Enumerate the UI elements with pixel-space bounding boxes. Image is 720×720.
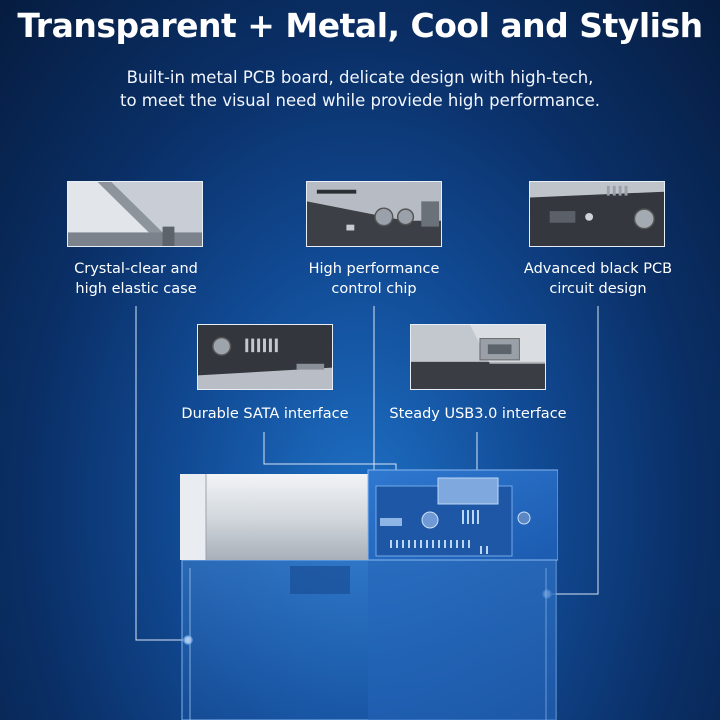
callout-line-case xyxy=(135,306,186,641)
thumbnail-chip xyxy=(306,181,442,247)
feature-label-chip: High performance control chip xyxy=(308,261,440,297)
thumbnail-case xyxy=(67,181,203,247)
subtitle-line-2: to meet the visual need while proviede h… xyxy=(119,91,601,110)
thumbnail-usb xyxy=(410,324,546,390)
feature-label-usb: Steady USB3.0 interface xyxy=(389,406,567,422)
subtitle-line-1: Built-in metal PCB board, delicate desig… xyxy=(126,68,594,87)
feature-label-sata: Durable SATA interface xyxy=(181,406,349,422)
thumbnail-sata xyxy=(197,324,333,390)
thumbnail-pcb xyxy=(529,181,665,247)
enclosure-illustration xyxy=(180,469,558,720)
page-title: Transparent + Metal, Cool and Stylish xyxy=(17,6,703,45)
page-subtitle: Built-in metal PCB board, delicate desig… xyxy=(0,66,720,112)
feature-label-case: Crystal-clear and high elastic case xyxy=(74,261,198,297)
feature-label-pcb: Advanced black PCB circuit design xyxy=(523,261,673,297)
